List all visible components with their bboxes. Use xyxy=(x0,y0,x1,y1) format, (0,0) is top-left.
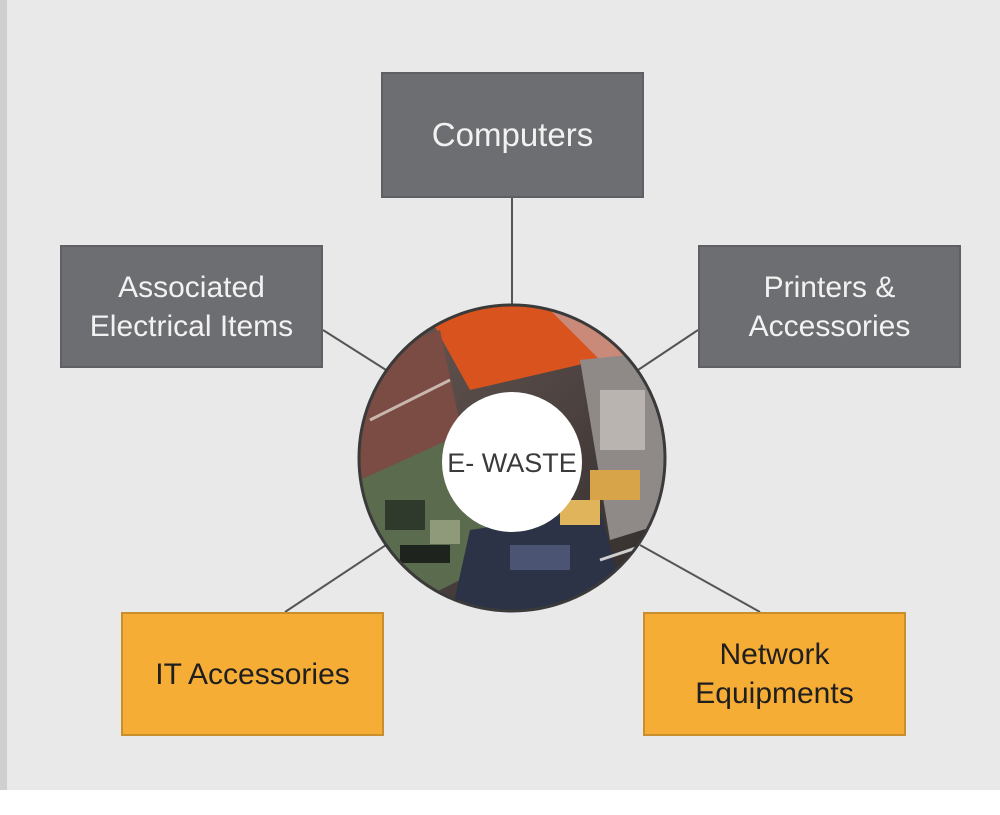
connector-printers xyxy=(637,329,699,371)
category-network-label: Network Equipments xyxy=(695,638,854,710)
center-disc xyxy=(442,392,582,532)
category-it-label: IT Accessories xyxy=(155,657,350,691)
category-printers-label: Printers & Accessories xyxy=(748,270,911,343)
connector-associated xyxy=(322,329,387,371)
category-associated-electrical-items: Associated Electrical Items xyxy=(60,245,323,368)
connector-network xyxy=(639,544,761,613)
category-computers-label: Computers xyxy=(431,115,594,153)
center-label: E- WASTE xyxy=(447,448,577,478)
connector-it xyxy=(284,544,387,613)
category-computers: Computers xyxy=(381,72,644,198)
left-border xyxy=(0,0,7,815)
category-printers-accessories: Printers & Accessories xyxy=(698,245,961,368)
category-associated-label: Associated Electrical Items xyxy=(89,270,294,343)
bottom-margin xyxy=(0,790,1000,815)
category-network-equipments: Network Equipments xyxy=(643,612,906,736)
category-it-accessories: IT Accessories xyxy=(121,612,384,736)
